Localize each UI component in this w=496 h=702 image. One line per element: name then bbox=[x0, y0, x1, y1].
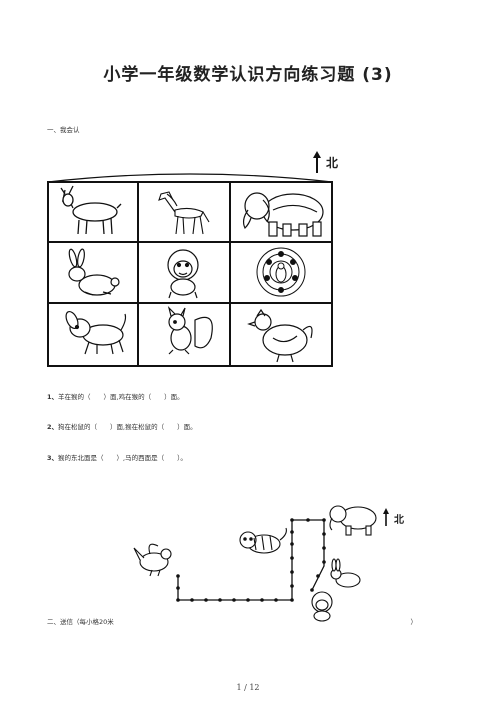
pigeon-icon bbox=[133, 543, 172, 577]
peacock-icon bbox=[256, 247, 306, 297]
dog-icon bbox=[65, 310, 127, 355]
question-number: 1、 bbox=[47, 393, 59, 401]
question-text: 狗在松鼠的（ ）面,猴在松鼠的（ ）面。 bbox=[58, 423, 197, 431]
north-arrow-icon bbox=[383, 508, 389, 526]
tiger-icon bbox=[239, 527, 287, 554]
north-label: 北 bbox=[394, 515, 404, 526]
north-indicator-1: 北 bbox=[312, 151, 352, 175]
section1-heading: 一、我会认 bbox=[47, 126, 80, 134]
section2-heading-prefix: 二、送信（每小格 bbox=[47, 618, 99, 626]
monkey-icon bbox=[167, 249, 199, 299]
page-title: 小学一年级数学认识方向练习题 (3) bbox=[103, 65, 393, 85]
section2-heading-unit: 米 bbox=[107, 618, 114, 626]
rabbit-icon bbox=[68, 248, 120, 296]
monkey-icon bbox=[311, 591, 333, 622]
section2-heading-close: ） bbox=[410, 618, 418, 626]
question-2: 2、狗在松鼠的（ ）面,猴在松鼠的（ ）面。 bbox=[47, 421, 197, 431]
horse-icon bbox=[158, 191, 210, 235]
page-number: 1 / 12 bbox=[236, 683, 260, 692]
elephant-icon bbox=[242, 192, 324, 237]
goat-icon bbox=[60, 185, 122, 235]
question-number: 2、 bbox=[47, 423, 59, 431]
north-indicator-2: 北 bbox=[382, 508, 422, 528]
section2-heading: 二、送信（每小格20米 ） bbox=[47, 616, 417, 626]
north-label: 北 bbox=[326, 156, 339, 170]
question-text: 猴的东北面是（ ）,马的西面是（ ）。 bbox=[58, 454, 187, 462]
squirrel-icon bbox=[167, 306, 213, 355]
route-grid-dots bbox=[176, 518, 326, 602]
rabbit-icon bbox=[330, 558, 361, 588]
north-arrow-icon bbox=[313, 151, 321, 173]
section2-heading-number: 20 bbox=[99, 618, 108, 626]
question-number: 3、 bbox=[47, 454, 59, 462]
chicken-icon bbox=[247, 308, 313, 363]
animal-grid bbox=[47, 173, 333, 367]
elephant-icon bbox=[329, 505, 377, 536]
question-text: 羊在猴的（ ）面,鸡在猴的（ ）面。 bbox=[58, 393, 184, 401]
question-3: 3、猴的东北面是（ ）,马的西面是（ ）。 bbox=[47, 452, 187, 462]
route-map bbox=[133, 505, 377, 622]
question-1: 1、羊在猴的（ ）面,鸡在猴的（ ）面。 bbox=[47, 391, 184, 401]
